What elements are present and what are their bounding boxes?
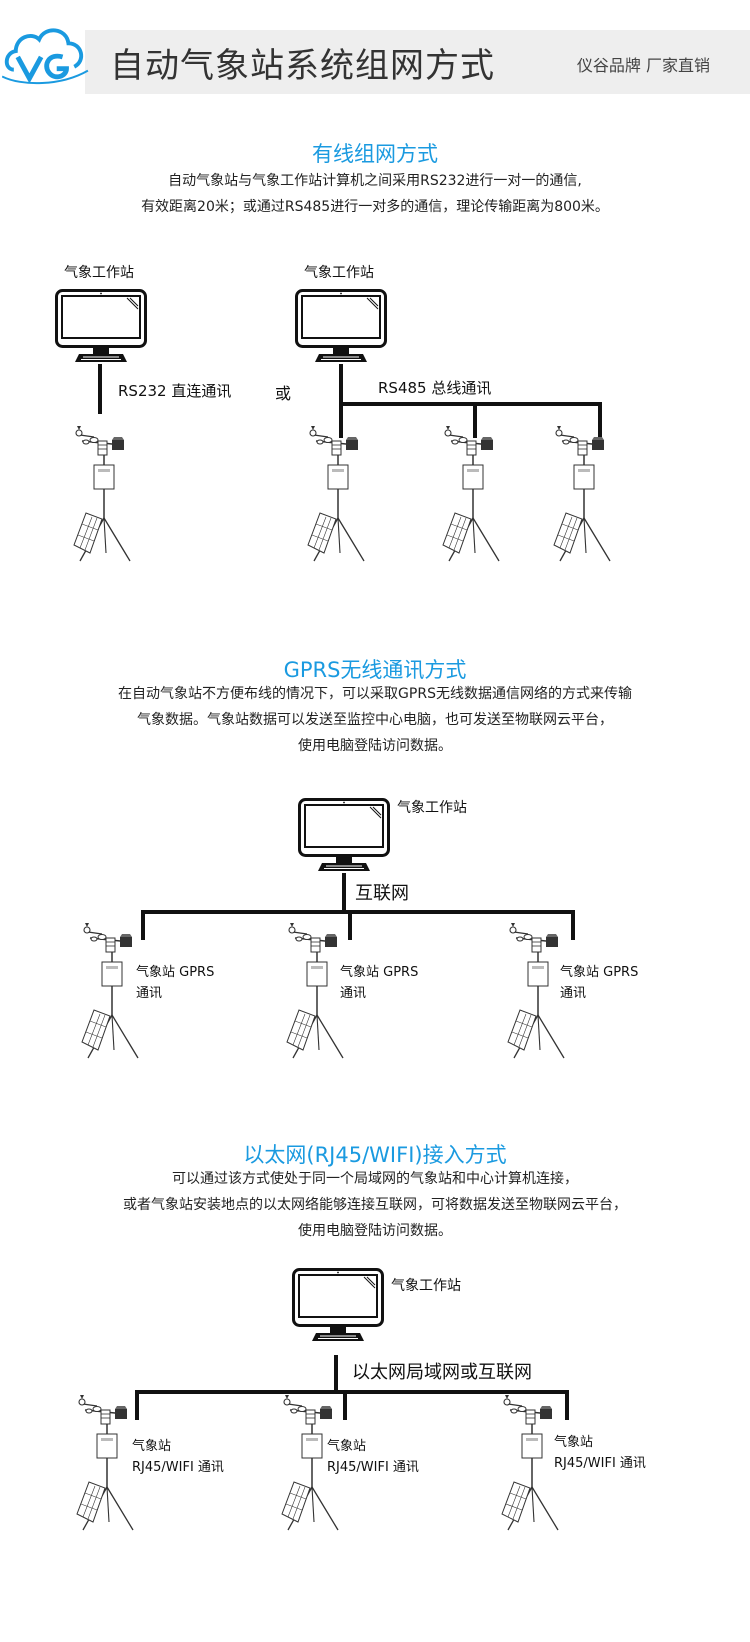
gprs-workstation-label: 气象工作站 bbox=[397, 800, 467, 816]
rs485-drop-3 bbox=[598, 402, 602, 438]
ethernet-desc-line-1: 可以通过该方式使处于同一个局域网的气象站和中心计算机连接， bbox=[172, 1171, 578, 1187]
gprs-workstation-monitor-icon bbox=[298, 798, 390, 873]
wired-weather-station-1 bbox=[72, 423, 142, 563]
wired-left-workstation-label: 气象工作站 bbox=[64, 265, 134, 281]
wired-weather-station-3 bbox=[441, 423, 511, 563]
ethernet-bus-line bbox=[135, 1390, 569, 1394]
ethernet-drop-1 bbox=[135, 1390, 139, 1420]
gprs-desc-line-2: 气象数据。气象站数据可以发送至监控中心电脑，也可发送至物联网云平台， bbox=[137, 712, 613, 728]
ethernet-workstation-monitor-icon bbox=[292, 1268, 384, 1343]
rs485-drop-2 bbox=[473, 402, 477, 438]
wired-section-title: 有线组网方式 bbox=[312, 142, 438, 166]
gprs-desc-line-3: 使用电脑登陆访问数据。 bbox=[298, 738, 452, 754]
gprs-drop-2 bbox=[348, 910, 352, 940]
page-title: 自动气象站系统组网方式 bbox=[110, 46, 495, 86]
gprs-drop-3 bbox=[571, 910, 575, 940]
ethernet-drop-3 bbox=[565, 1390, 569, 1420]
ethernet-drop-2 bbox=[343, 1390, 347, 1420]
ethernet-desc-line-2: 或者气象站安装地点的以太网络能够连接互联网，可将数据发送至物联网云平台， bbox=[123, 1197, 627, 1213]
ethernet-trunk-line bbox=[334, 1355, 338, 1393]
gprs-network-label: 互联网 bbox=[355, 883, 409, 904]
rs485-bus-line bbox=[339, 402, 602, 406]
ethernet-desc-line-3: 使用电脑登陆访问数据。 bbox=[298, 1223, 452, 1239]
wired-desc-line-2: 有效距离20米；或通过RS485进行一对多的通信，理论传输距离为800米。 bbox=[141, 199, 609, 215]
rs232-connection-line bbox=[98, 364, 102, 414]
brand-slogan: 仪谷品牌 厂家直销 bbox=[576, 56, 710, 75]
wired-right-workstation-monitor-icon bbox=[295, 289, 387, 364]
rs485-label: RS485 总线通讯 bbox=[378, 379, 492, 397]
wired-weather-station-2 bbox=[306, 423, 376, 563]
ethernet-section-title: 以太网(RJ45/WIFI)接入方式 bbox=[243, 1143, 507, 1167]
gprs-drop-1 bbox=[141, 910, 145, 940]
ethernet-network-label: 以太网局域网或互联网 bbox=[352, 1362, 532, 1383]
wired-left-workstation-monitor-icon bbox=[55, 289, 147, 364]
header-bar bbox=[85, 30, 750, 94]
or-label: 或 bbox=[275, 384, 292, 403]
cloud-logo-icon bbox=[2, 16, 90, 94]
rs232-label: RS232 直连通讯 bbox=[118, 382, 232, 400]
gprs-bus-line bbox=[141, 910, 575, 914]
page-header: 自动气象站系统组网方式 仪谷品牌 厂家直销 bbox=[0, 0, 750, 100]
ethernet-workstation-label: 气象工作站 bbox=[391, 1278, 461, 1294]
gprs-desc-line-1: 在自动气象站不方便布线的情况下，可以采取GPRS无线数据通信网络的方式来传输 bbox=[118, 686, 632, 702]
gprs-trunk-line bbox=[342, 873, 346, 913]
wired-weather-station-4 bbox=[552, 423, 622, 563]
wired-desc-line-1: 自动气象站与气象工作站计算机之间采用RS232进行一对一的通信, bbox=[168, 173, 582, 189]
rs485-trunk-line bbox=[339, 364, 343, 438]
gprs-section-title: GPRS无线通讯方式 bbox=[283, 658, 467, 682]
wired-right-workstation-label: 气象工作站 bbox=[304, 265, 374, 281]
